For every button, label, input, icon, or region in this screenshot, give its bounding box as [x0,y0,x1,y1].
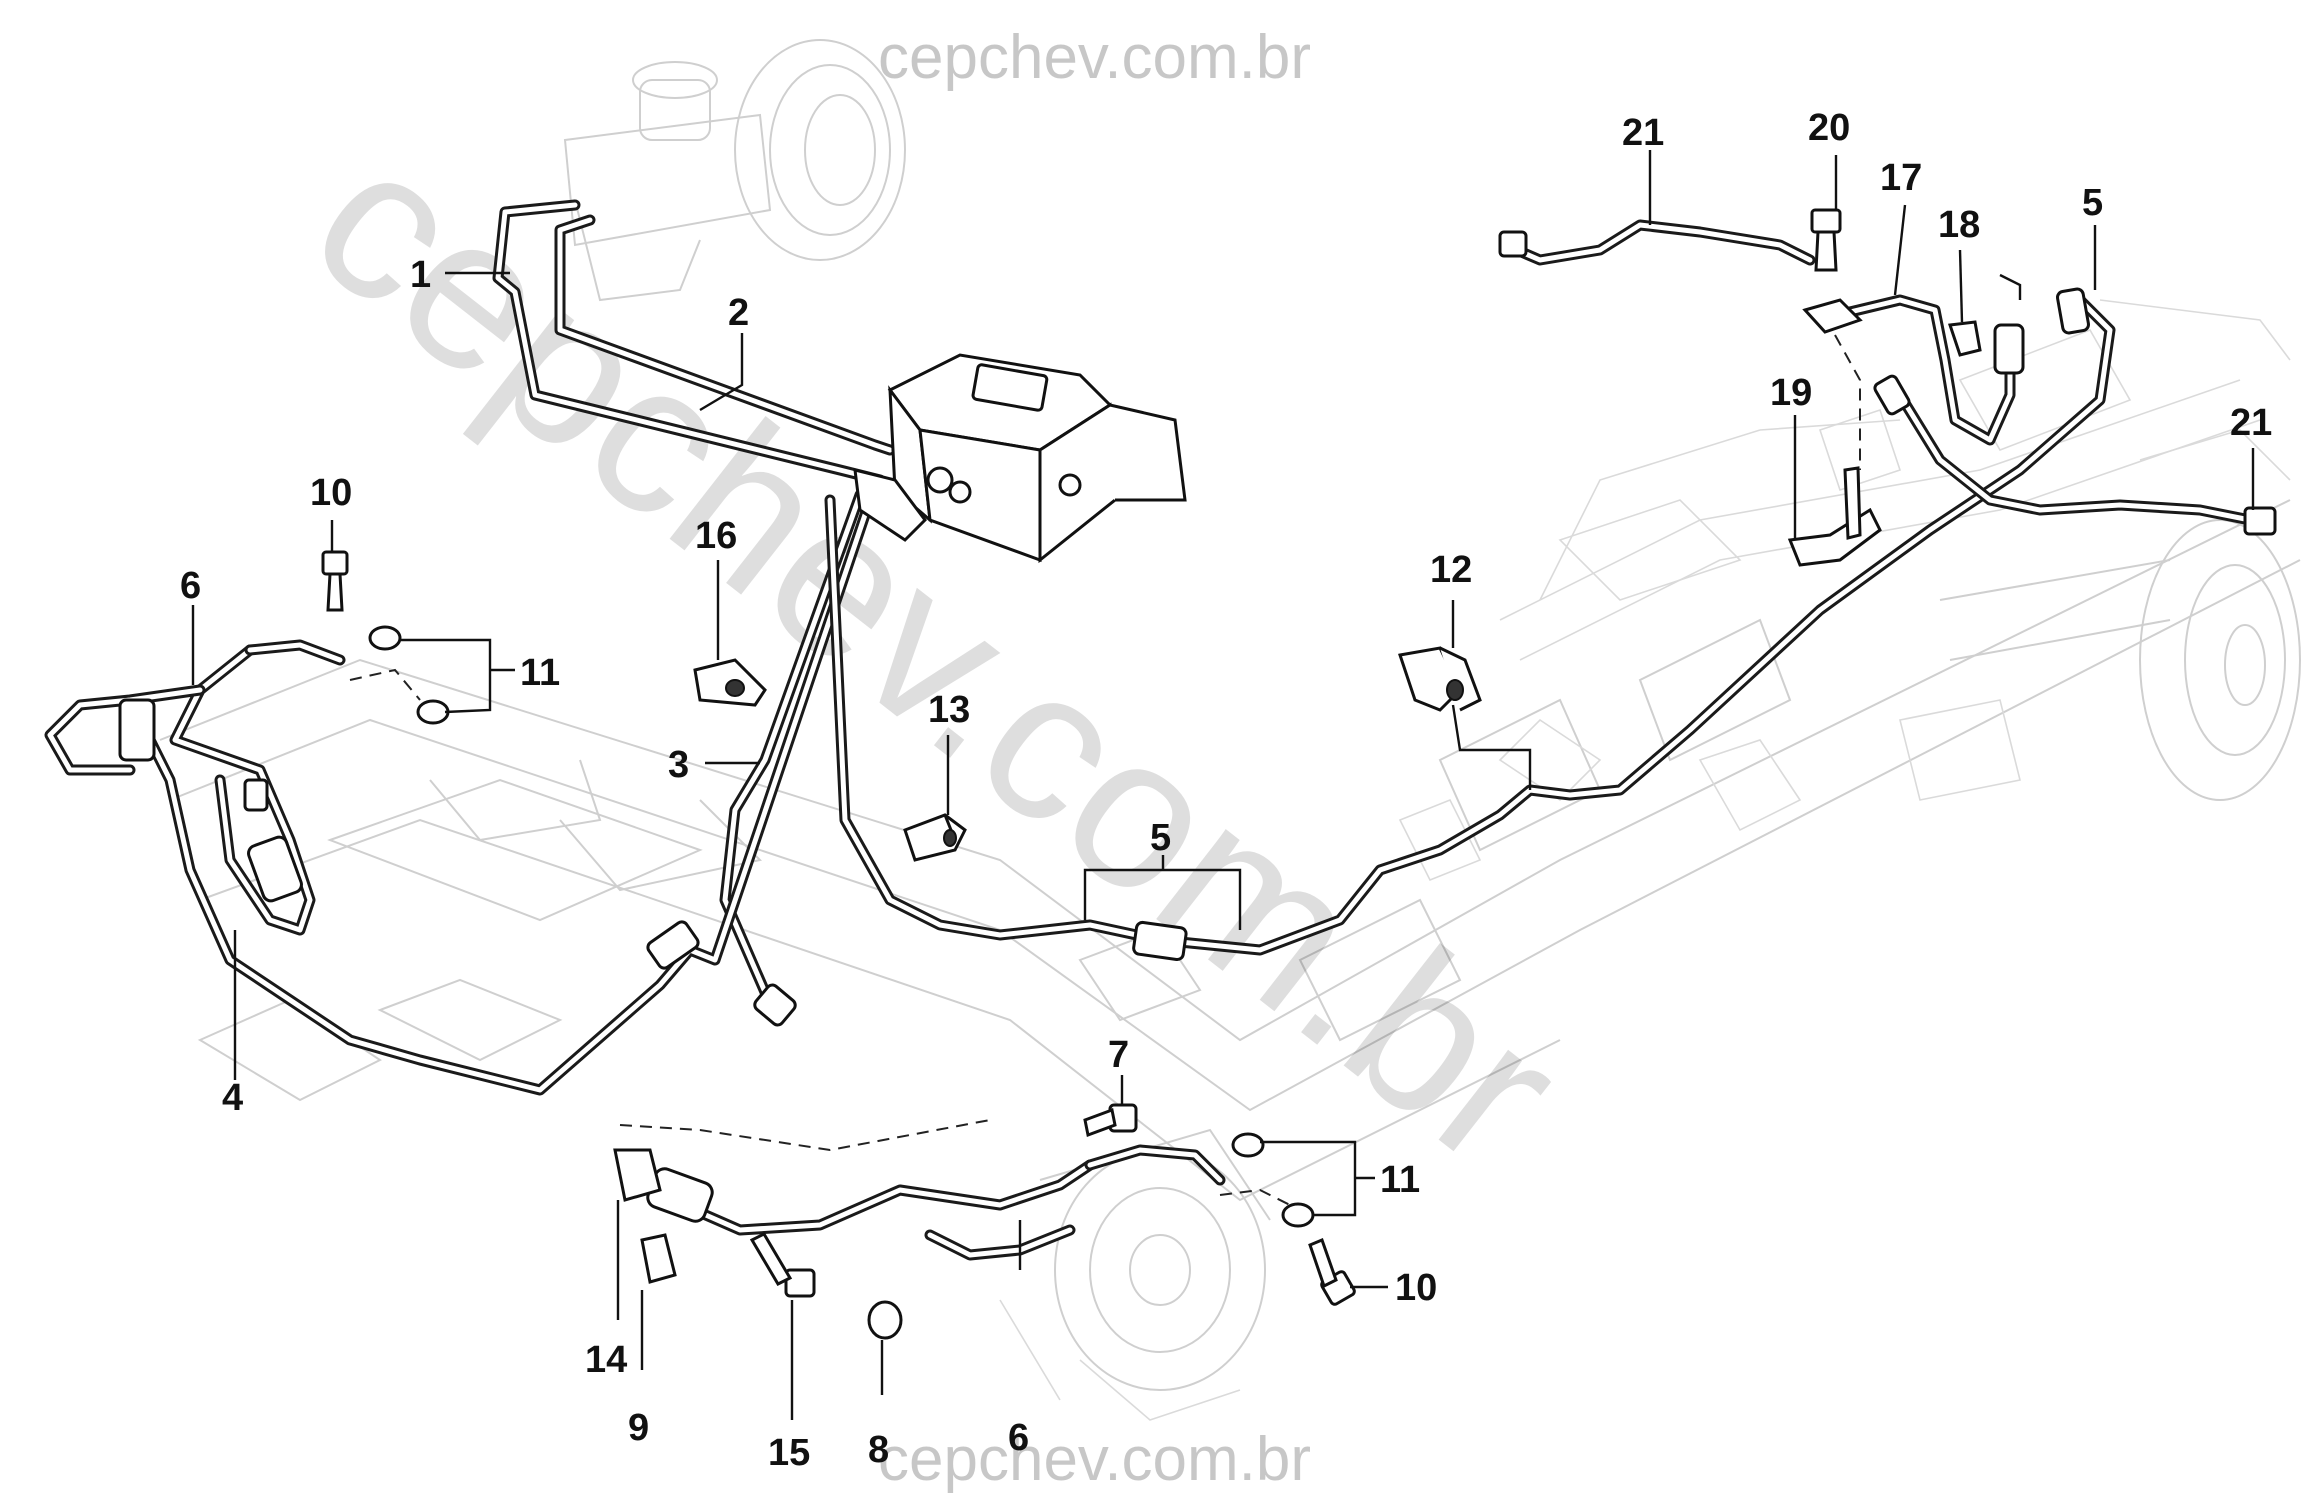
brake-pipe-21 [1498,219,2277,536]
brake-pipe-1 [492,199,886,486]
watermark-bottom: cepchev.com.br [878,1425,1311,1494]
brake-booster-ghost [563,39,906,302]
bracket-14 [613,1119,991,1202]
callout-14: 14 [585,1339,627,1381]
callout-13: 13 [928,689,970,731]
nut-8 [867,1300,903,1340]
callout-2: 2 [728,292,749,334]
washer-11-lower [1219,1132,1315,1228]
background-vehicle-outline [159,39,2301,1421]
callout-1: 1 [410,254,431,296]
callout-17: 17 [1880,157,1922,199]
front-hub-ghost [999,1128,1271,1421]
brake-pipe-2 [554,214,896,456]
callout-numbers: 1 2 3 4 5 5 6 6 7 8 9 10 10 11 11 12 13 … [180,107,2272,1474]
bolt-10-upper [321,550,349,612]
callout-11-upper: 11 [520,652,560,694]
bolt-20 [1810,208,1842,272]
callout-11-lower: 11 [1380,1159,1420,1201]
callout-21-rear: 21 [2230,402,2272,444]
callout-15: 15 [768,1432,810,1474]
rear-drum-ghost [1899,519,2301,801]
abs-modulator [853,353,1187,564]
frame-rail-ghost [159,299,2301,1202]
washer-11-upper [349,625,450,725]
callout-3: 3 [668,744,689,786]
callout-16: 16 [695,515,737,557]
callout-20: 20 [1808,107,1850,149]
bolt-10-lower [1308,1238,1356,1306]
callout-4: 4 [222,1077,243,1119]
brake-pipes [44,199,2277,1261]
callout-10-lower: 10 [1395,1267,1437,1309]
clip-9 [640,1233,677,1284]
brake-pipe-5 [824,287,2116,962]
callout-12: 12 [1430,549,1472,591]
callout-18: 18 [1938,204,1980,246]
bolt-15 [749,1232,816,1298]
leader-lines [191,150,2255,1420]
callout-8: 8 [868,1429,889,1471]
callout-21-upper: 21 [1622,112,1664,154]
clip-18 [1947,320,1982,357]
brake-pipe-3 [719,489,866,1027]
callout-5-center: 5 [1150,817,1171,859]
callout-10-upper: 10 [310,472,352,514]
callout-5-rear: 5 [2082,182,2103,224]
callout-6-right: 6 [1008,1417,1029,1459]
watermark-top: cepchev.com.br [878,23,1311,92]
brake-hose-6-right [646,1144,1226,1261]
callout-6-left: 6 [180,565,201,607]
junction-block [1802,298,1863,470]
clip-13 [903,813,967,862]
brake-hose-17 [1844,294,2025,446]
bolt-7 [1083,1103,1138,1138]
callout-9: 9 [628,1407,649,1449]
callout-19: 19 [1770,372,1812,414]
brake-hose-6-left [44,639,346,936]
brake-pipe-4 [134,494,876,1096]
bracket-19 [1787,466,1882,567]
clip-16 [693,658,767,707]
callout-7: 7 [1108,1034,1129,1076]
clip-12 [1398,646,1482,712]
